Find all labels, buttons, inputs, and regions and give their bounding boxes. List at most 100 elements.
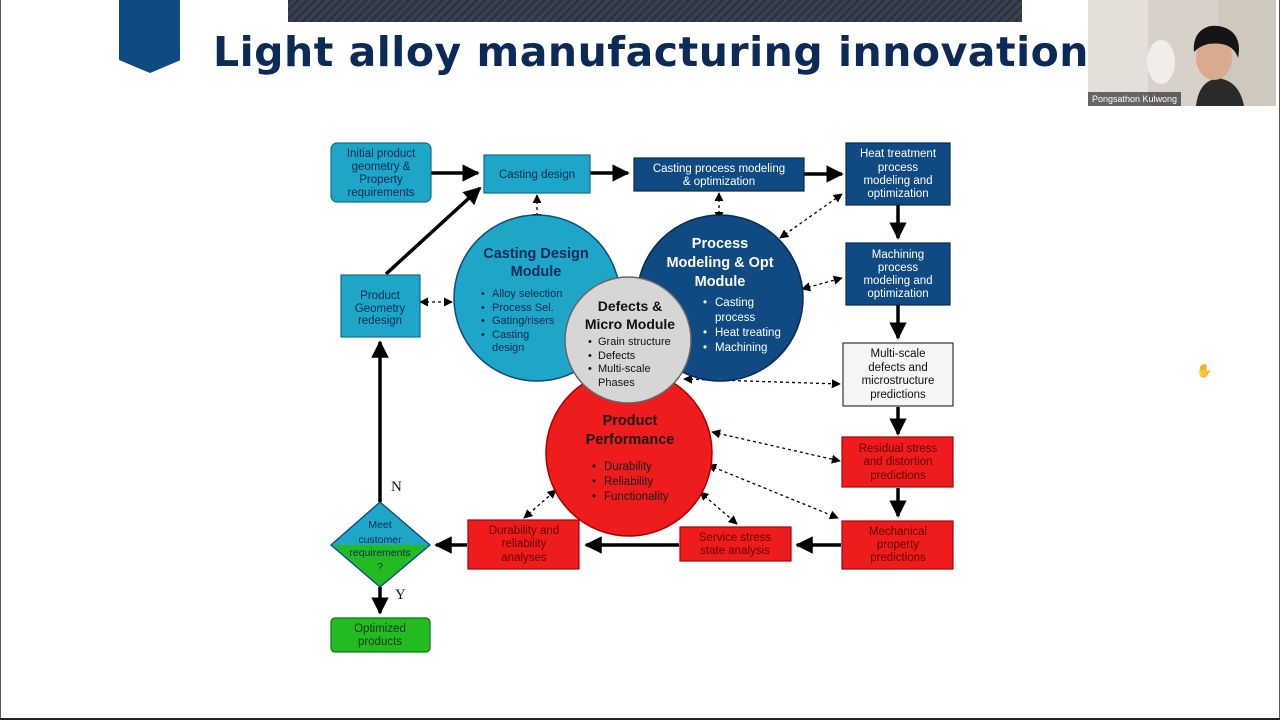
optimized-products-box: Optimized products: [330, 617, 431, 653]
label-y: Y: [395, 587, 406, 603]
dm-item: Phases: [598, 377, 635, 389]
bookmark-icon: [119, 0, 180, 73]
residual-stress-box: Residual stress and distortion predictio…: [841, 436, 954, 488]
svg-text:& optimization: & optimization: [683, 176, 755, 188]
durability-analyses-box: Durability and reliability analyses: [467, 519, 580, 570]
svg-text:redesign: redesign: [358, 315, 402, 327]
svg-text:Residual stress: Residual stress: [859, 443, 938, 455]
svg-text:geometry &: geometry &: [352, 161, 411, 173]
svg-text:process: process: [878, 262, 919, 274]
svg-text:Heat treatment: Heat treatment: [860, 148, 937, 160]
svg-text:•: •: [481, 329, 485, 341]
svg-text:•: •: [481, 315, 485, 327]
label-n: N: [391, 479, 402, 495]
svg-text:•: •: [703, 342, 707, 354]
svg-text:optimization: optimization: [867, 288, 928, 300]
participant-video: [1088, 0, 1276, 106]
initial-product-box: Initial product geometry & Property requ…: [330, 142, 432, 203]
heat-treatment-box: Heat treatment process modeling and opti…: [845, 142, 951, 206]
machining-box: Machining process modeling and optimizat…: [845, 242, 951, 306]
svg-text:•: •: [703, 327, 707, 339]
svg-text:Casting design: Casting design: [499, 169, 575, 181]
svg-text:and distortion: and distortion: [863, 456, 932, 468]
svg-text:microstructure: microstructure: [862, 375, 935, 387]
svg-text:Service stress: Service stress: [699, 532, 771, 544]
svg-text:•: •: [592, 491, 596, 503]
cd-item: Casting: [492, 329, 529, 341]
pm-item: Machining: [715, 342, 767, 354]
pm-title-3: Module: [695, 274, 746, 290]
cd-title-1: Casting Design: [483, 246, 589, 262]
svg-text:requirements: requirements: [347, 187, 414, 199]
pp-item: Functionality: [604, 491, 669, 503]
product-redesign-box: Product Geometry redesign: [340, 274, 421, 338]
svg-text:•: •: [588, 350, 592, 362]
svg-text:predictions: predictions: [870, 552, 926, 564]
svg-text:?: ?: [377, 561, 383, 573]
dm-title-2: Micro Module: [585, 316, 675, 332]
svg-text:process: process: [878, 162, 919, 174]
svg-text:customer: customer: [358, 534, 402, 546]
dm-item: Multi-scale: [598, 363, 651, 375]
mechanical-property-box: Mechanical property predictions: [841, 520, 954, 570]
dm-item: Grain structure: [598, 336, 671, 348]
hand-cursor-icon: ✋: [1196, 363, 1213, 378]
svg-text:requirements: requirements: [349, 547, 410, 559]
multiscale-box: Multi-scale defects and microstructure p…: [842, 342, 954, 407]
pp-item: Reliability: [604, 476, 653, 488]
svg-text:reliability: reliability: [502, 538, 547, 550]
slide-top-banner: [288, 0, 1022, 22]
svg-text:products: products: [358, 636, 402, 648]
svg-text:Property: Property: [359, 174, 403, 186]
left-edge: [0, 0, 1, 720]
bottom-edge: [0, 718, 1280, 720]
dm-title-1: Defects &: [598, 298, 663, 314]
svg-text:Product: Product: [360, 290, 400, 302]
defects-micro-module: Defects & Micro Module • Grain structure…: [564, 276, 692, 404]
svg-text:Mechanical: Mechanical: [869, 526, 927, 538]
svg-text:•: •: [592, 461, 596, 473]
svg-text:•: •: [481, 288, 485, 300]
svg-text:predictions: predictions: [870, 389, 926, 401]
svg-text:defects and: defects and: [868, 362, 927, 374]
pp-title-1: Product: [603, 413, 658, 429]
svg-text:Multi-scale: Multi-scale: [871, 348, 926, 360]
pm-title-2: Modeling & Opt: [666, 255, 773, 271]
svg-text:Meet: Meet: [368, 519, 391, 531]
cd-item: Alloy selection: [492, 288, 562, 300]
svg-text:state analysis: state analysis: [700, 545, 770, 557]
svg-text:analyses: analyses: [501, 552, 547, 564]
svg-text:Durability and: Durability and: [489, 525, 559, 537]
slide-title: Light alloy manufacturing innovation: [213, 28, 1089, 76]
cd-item: Process Sel.: [492, 302, 554, 314]
svg-text:•: •: [481, 302, 485, 314]
svg-text:Machining: Machining: [872, 249, 924, 261]
pp-title-2: Performance: [586, 432, 675, 448]
svg-text:•: •: [703, 297, 707, 309]
cd-title-2: Module: [511, 264, 562, 280]
svg-text:•: •: [592, 476, 596, 488]
svg-text:property: property: [877, 539, 919, 551]
svg-text:modeling and: modeling and: [863, 175, 932, 187]
dm-item: Defects: [598, 350, 636, 362]
svg-text:Geometry: Geometry: [355, 303, 406, 315]
webcam-thumbnail[interactable]: Pongsathon Kulwong: [1088, 0, 1276, 106]
service-stress-box: Service stress state analysis: [679, 526, 792, 562]
casting-process-box: Casting process modeling & optimization: [633, 157, 805, 192]
pm-item: process: [715, 312, 756, 324]
pm-title-1: Process: [692, 236, 748, 252]
casting-design-box: Casting design: [483, 154, 591, 194]
cd-item: design: [492, 342, 524, 354]
svg-text:•: •: [588, 336, 592, 348]
svg-text:Casting process modeling: Casting process modeling: [653, 163, 785, 175]
cd-item: Gating/risers: [492, 315, 555, 327]
svg-text:Initial product: Initial product: [347, 148, 416, 160]
svg-text:Optimized: Optimized: [354, 623, 406, 635]
svg-text:predictions: predictions: [870, 470, 926, 482]
svg-text:optimization: optimization: [867, 188, 928, 200]
svg-text:modeling and: modeling and: [863, 275, 932, 287]
decision-diamond: Meet customer requirements ?: [330, 501, 431, 588]
pm-item: Casting: [715, 297, 754, 309]
